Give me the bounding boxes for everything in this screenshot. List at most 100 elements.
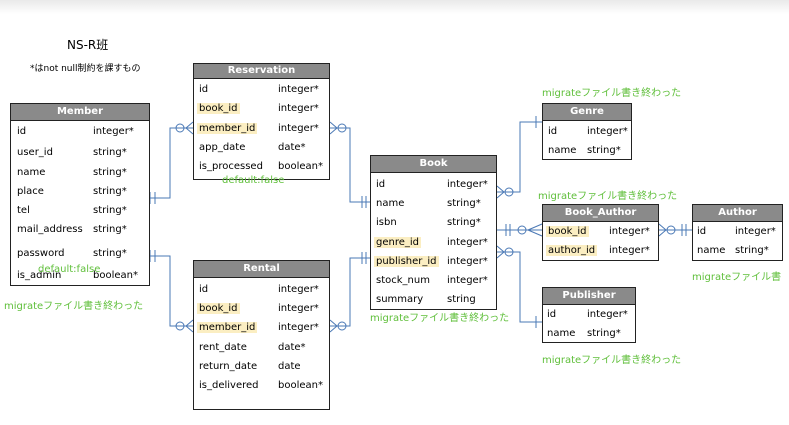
member-reservation-line	[150, 127, 193, 199]
field-name: name	[548, 145, 577, 156]
rental-book-line	[330, 257, 370, 327]
field-name: return_date	[199, 361, 258, 372]
field-name: app_date	[199, 142, 246, 153]
author-table: Author id integer* name string*	[692, 204, 783, 261]
field-name: rent_date	[199, 342, 247, 353]
field-name: is_admin	[17, 270, 62, 281]
field-name: isbn	[376, 217, 397, 228]
field-type: integer*	[278, 322, 319, 333]
field-type: boolean*	[93, 270, 138, 281]
member-table: Member id integer* user_id string* name …	[10, 103, 150, 286]
field-name: place	[17, 186, 44, 197]
author-migrate-note: migrateファイル書	[692, 272, 782, 283]
member-reservation-zero-mark	[175, 123, 185, 133]
author-header: Author	[693, 205, 782, 222]
field-type: integer*	[278, 103, 319, 114]
book-publisher-line	[497, 251, 542, 323]
field-type: string*	[93, 147, 127, 158]
field-type: string*	[93, 224, 127, 235]
field-type: string*	[93, 248, 127, 259]
field-type: integer*	[278, 303, 319, 314]
genre-migrate-note: migrateファイル書き終わった	[542, 88, 682, 99]
field-type: integer*	[278, 84, 319, 95]
field-name: mail_address	[17, 224, 83, 235]
field-name-fk: member_id	[197, 322, 258, 333]
field-type: string*	[93, 186, 127, 197]
field-type: integer*	[278, 123, 319, 134]
member-rental-line	[150, 255, 193, 327]
field-type: string*	[447, 198, 481, 209]
bookauthor-migrate-note: migrateファイル書き終わった	[538, 191, 678, 202]
field-type: string*	[93, 205, 127, 216]
field-type: integer*	[447, 179, 488, 190]
member-migrate-note: migrateファイル書き終わった	[4, 301, 144, 312]
field-type: integer*	[735, 226, 776, 237]
field-name: tel	[17, 205, 30, 216]
book-migrate-note: migrateファイル書き終わった	[370, 313, 510, 324]
field-type: integer*	[447, 237, 488, 248]
not-null-note: *はnot null制約を課すもの	[30, 64, 141, 74]
field-name: name	[376, 198, 405, 209]
field-name: name	[17, 167, 46, 178]
book-genre-line	[497, 121, 542, 193]
field-type: integer*	[278, 284, 319, 295]
field-name-fk: book_id	[546, 226, 589, 237]
field-type: integer*	[93, 126, 134, 137]
reservation-default-note: default:false	[222, 175, 285, 186]
field-name: name	[697, 245, 726, 256]
field-type: string*	[587, 328, 621, 339]
field-type: string*	[735, 245, 769, 256]
field-type: string*	[587, 145, 621, 156]
field-name: id	[199, 84, 209, 95]
field-name: stock_num	[376, 275, 430, 286]
field-name-fk: genre_id	[374, 237, 422, 248]
field-type: integer*	[587, 126, 628, 137]
field-type: date	[278, 361, 301, 372]
rental-table: Rental id integer* book_id integer* memb…	[193, 260, 330, 410]
field-name-fk: book_id	[197, 303, 240, 314]
field-name: id	[697, 226, 707, 237]
field-name-fk: publisher_id	[374, 256, 439, 267]
genre-header: Genre	[543, 104, 631, 121]
field-type: string	[447, 294, 476, 305]
field-type: boolean*	[278, 161, 323, 172]
book-table: Book id integer* name string* isbn strin…	[370, 155, 497, 310]
field-name: id	[17, 126, 27, 137]
field-name: id	[376, 179, 386, 190]
member-default-note: default:false	[38, 264, 101, 275]
field-name-fk: author_id	[546, 245, 598, 256]
window-top-bar	[0, 0, 789, 14]
publisher-migrate-note: migrateファイル書き終わった	[542, 355, 682, 366]
book-author-table: Book_Author book_id integer* author_id i…	[542, 204, 659, 261]
field-name: id	[547, 309, 557, 320]
field-type: integer*	[447, 275, 488, 286]
field-name-fk: book_id	[197, 103, 240, 114]
field-type: boolean*	[278, 380, 323, 391]
book-author-header: Book_Author	[543, 205, 658, 222]
field-name-fk: member_id	[197, 123, 258, 134]
reservation-header: Reservation	[194, 64, 329, 79]
member-header: Member	[11, 104, 149, 121]
publisher-header: Publisher	[543, 288, 635, 305]
field-type: integer*	[609, 226, 650, 237]
field-type: integer*	[447, 256, 488, 267]
field-type: string*	[447, 217, 481, 228]
field-name: id	[548, 126, 558, 137]
field-name: id	[199, 284, 209, 295]
field-type: integer*	[609, 245, 650, 256]
publisher-table: Publisher id integer* name string*	[542, 287, 636, 343]
genre-table: Genre id integer* name string*	[542, 103, 632, 160]
rental-header: Rental	[194, 261, 329, 278]
field-name: is_delivered	[199, 380, 259, 391]
diagram-title: NS-R班	[67, 38, 109, 52]
field-name: is_processed	[199, 161, 263, 172]
field-name: user_id	[17, 147, 53, 158]
field-type: date*	[278, 142, 306, 153]
field-name: name	[547, 328, 576, 339]
field-type: string*	[93, 167, 127, 178]
reservation-book-line	[330, 127, 370, 203]
reservation-table: Reservation id integer* book_id integer*…	[193, 63, 330, 180]
book-header: Book	[371, 156, 496, 173]
field-type: integer*	[587, 309, 628, 320]
